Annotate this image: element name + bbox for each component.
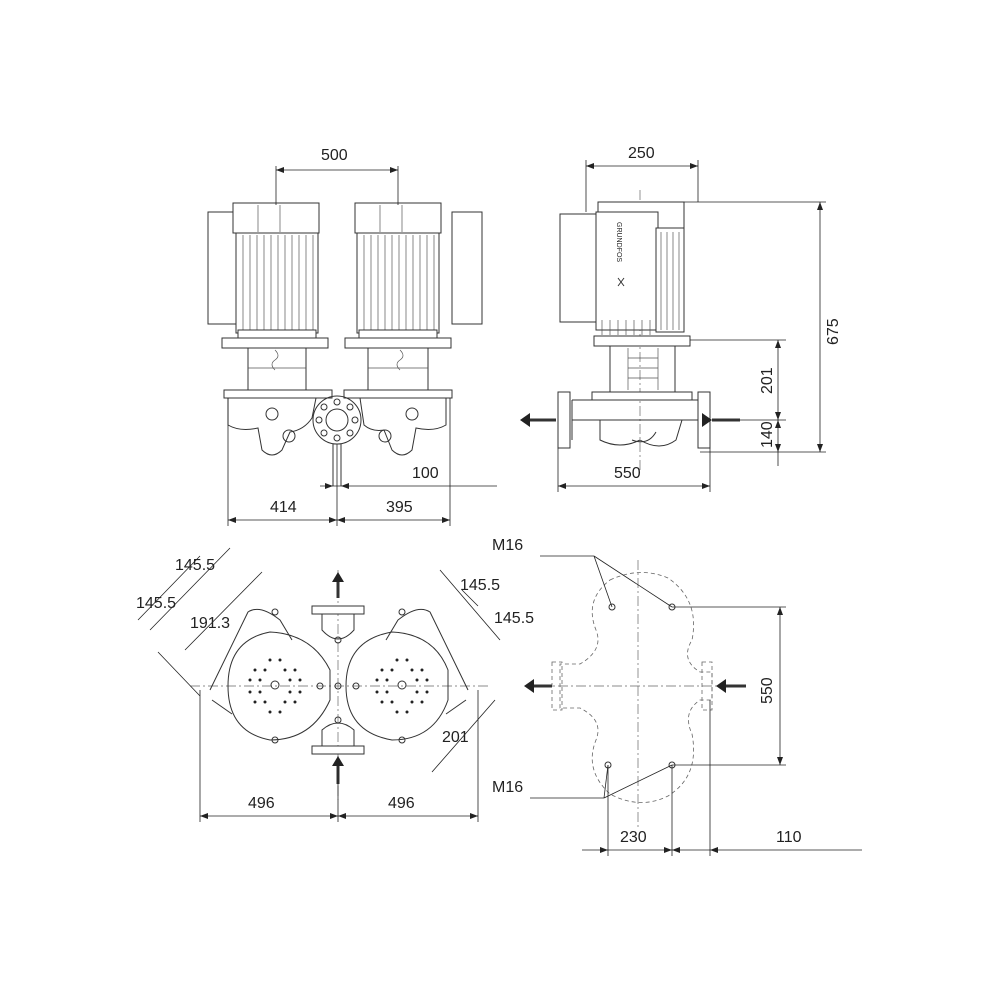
svg-text:GRUNDFOS: GRUNDFOS — [615, 222, 622, 262]
plan-center-ports — [311, 605, 365, 755]
front-dimensions — [227, 166, 497, 526]
left-motor — [207, 202, 333, 456]
dim-plan-diag-long: 191.3 — [190, 615, 230, 632]
dim-plan-right-width: 496 — [388, 795, 415, 812]
dim-plan-diag-4: 145.5 — [494, 610, 534, 627]
dim-plan-left-width: 496 — [248, 795, 275, 812]
front-view: 500 100 414 395 — [207, 147, 497, 526]
dim-plan-diag-2: 145.5 — [136, 595, 176, 612]
flow-direction-arrow — [520, 413, 740, 427]
dim-side-port-to-port: 550 — [614, 465, 641, 482]
dim-front-left-width: 414 — [270, 499, 297, 516]
base-view: M16 M16 550 230 110 — [492, 537, 862, 856]
left-volute — [209, 608, 331, 744]
center-flange — [312, 395, 362, 486]
plan-dimensions — [137, 547, 501, 822]
right-motor — [343, 202, 483, 456]
side-view: GRUNDFOS — [520, 145, 842, 492]
dim-plan-diag-1: 145.5 — [175, 557, 215, 574]
base-dimensions — [530, 555, 862, 856]
dim-front-center-offset: 100 — [412, 465, 439, 482]
dim-side-total-height: 675 — [825, 318, 842, 345]
dim-side-flange-height: 140 — [759, 421, 776, 448]
dim-plan-diag-3: 145.5 — [460, 577, 500, 594]
right-volute — [345, 608, 469, 744]
dim-side-upper-height: 201 — [759, 367, 776, 394]
dim-front-motor-spacing: 500 — [321, 147, 348, 164]
dim-base-width-a: 230 — [620, 829, 647, 846]
grundfos-logo-mark: GRUNDFOS — [615, 222, 625, 287]
side-dimensions — [557, 160, 826, 492]
flow-direction-arrow — [524, 679, 746, 693]
dim-base-height: 550 — [759, 677, 776, 704]
plan-view: 145.5 145.5 191.3 145.5 145.5 201 496 49… — [136, 547, 534, 822]
dim-front-right-width: 395 — [386, 499, 413, 516]
base-thread-top: M16 — [492, 537, 523, 554]
base-thread-bottom: M16 — [492, 779, 523, 796]
dim-base-width-b: 110 — [776, 829, 802, 846]
dim-plan-diag-right: 201 — [442, 729, 469, 746]
dim-side-motor-width: 250 — [628, 145, 655, 162]
